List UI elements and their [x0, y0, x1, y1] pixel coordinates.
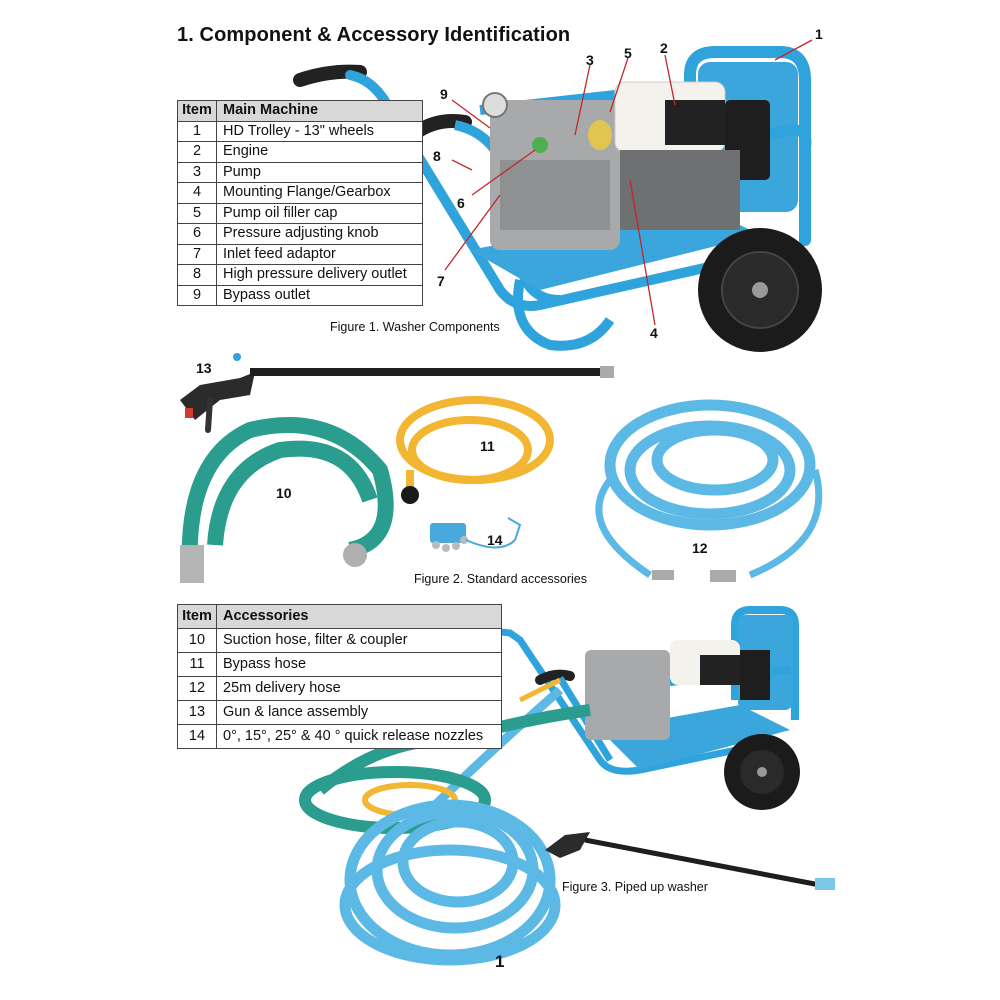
washer-figure-3	[299, 606, 835, 966]
callout-14: 14	[487, 532, 503, 548]
callout-3: 3	[586, 52, 594, 68]
callout-5: 5	[624, 45, 632, 61]
accessories-figure-2	[180, 353, 823, 583]
callout-13: 13	[196, 360, 212, 376]
item-number: 3	[177, 161, 217, 183]
nozzles-14	[430, 517, 522, 552]
bypass-hose-11	[396, 396, 554, 504]
delivery-hose-12	[595, 399, 823, 582]
item-name: Engine	[216, 141, 423, 163]
callout-9: 9	[440, 86, 448, 102]
callout-1: 1	[815, 26, 823, 42]
callout-fig3-1: 1	[495, 952, 505, 971]
callout-2: 2	[660, 40, 668, 56]
item-name: HD Trolley - 13" wheels	[216, 120, 423, 142]
figure-3-caption: Figure 3. Piped up washer	[562, 880, 708, 894]
column-header-item: Item	[177, 604, 217, 629]
figure-1-caption: Figure 1. Washer Components	[330, 320, 500, 334]
item-name: Suction hose, filter & coupler	[216, 628, 502, 653]
item-name: Pump	[216, 161, 423, 183]
item-number: 13	[177, 700, 217, 725]
item-name: 25m delivery hose	[216, 676, 502, 701]
item-name: Mounting Flange/Gearbox	[216, 182, 423, 204]
item-name: 0°, 15°, 25° & 40 ° quick release nozzle…	[216, 724, 502, 749]
item-number: 8	[177, 264, 217, 286]
callout-4: 4	[650, 325, 658, 341]
item-number: 11	[177, 652, 217, 677]
item-name: Pump oil filler cap	[216, 202, 423, 224]
page-title: 1. Component & Accessory Identification	[177, 24, 571, 46]
callout-11: 11	[480, 438, 495, 454]
item-number: 1	[177, 120, 217, 142]
callout-lines-fig1	[444, 39, 813, 326]
callout-12: 12	[692, 540, 708, 556]
item-number: 12	[177, 676, 217, 701]
callout-7: 7	[437, 273, 445, 289]
suction-hose-10	[180, 417, 394, 583]
callout-8: 8	[433, 148, 441, 164]
column-header-accessories: Accessories	[216, 604, 502, 629]
item-name: Bypass hose	[216, 652, 502, 677]
column-header-item: Item	[177, 100, 217, 122]
item-number: 4	[177, 182, 217, 204]
item-number: 10	[177, 628, 217, 653]
callout-10: 10	[276, 485, 292, 501]
item-name: Inlet feed adaptor	[216, 243, 423, 265]
table-header-row: Item Main Machine	[177, 100, 423, 122]
item-number: 9	[177, 284, 217, 306]
item-name: Bypass outlet	[216, 284, 423, 306]
item-number: 14	[177, 724, 217, 749]
item-number: 7	[177, 243, 217, 265]
item-number: 6	[177, 223, 217, 245]
washer-figure-1	[293, 39, 822, 352]
column-header-main-machine: Main Machine	[216, 100, 423, 122]
callout-6: 6	[457, 195, 465, 211]
table-header-row: Item Accessories	[177, 604, 502, 629]
item-number: 5	[177, 202, 217, 224]
item-number: 2	[177, 141, 217, 163]
item-name: High pressure delivery outlet	[216, 264, 423, 286]
gun-lance-13	[180, 353, 614, 433]
item-name: Gun & lance assembly	[216, 700, 502, 725]
item-name: Pressure adjusting knob	[216, 223, 423, 245]
figure-2-caption: Figure 2. Standard accessories	[414, 572, 588, 586]
